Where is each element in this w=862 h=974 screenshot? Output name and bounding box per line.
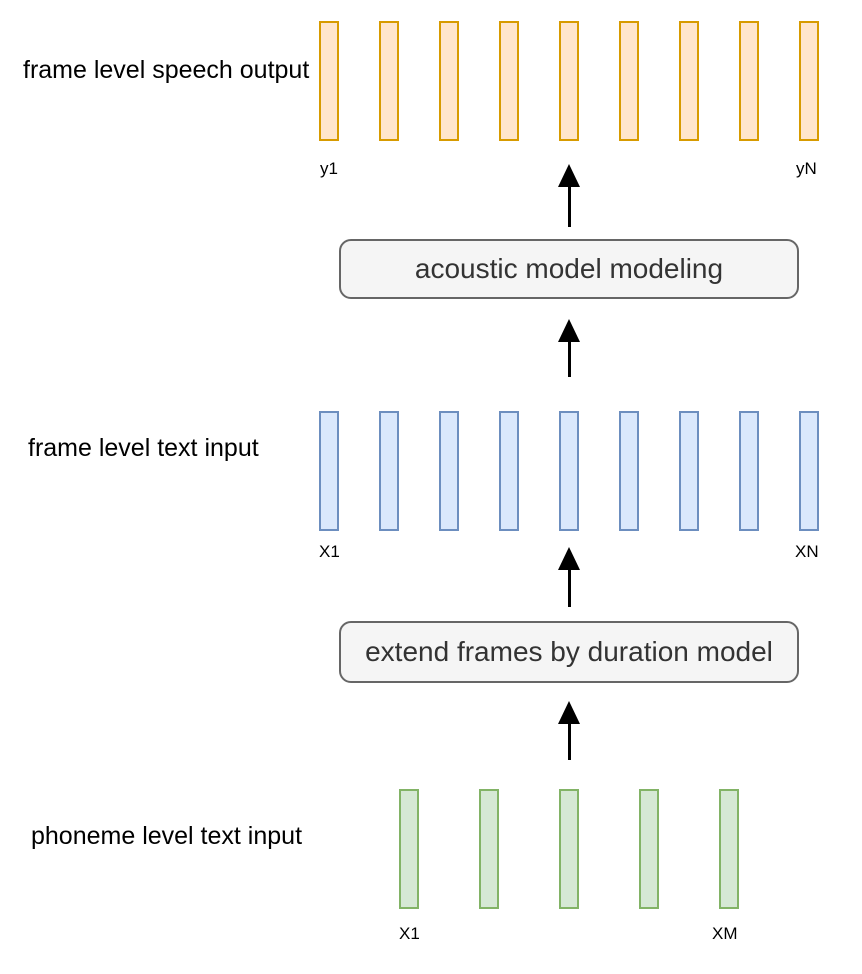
duration-model-box: extend frames by duration model — [339, 621, 799, 683]
frame-text-frame-row — [319, 411, 819, 531]
frame-text-first-frame-label: X1 — [319, 542, 340, 561]
arrow-up-frame-text-to-acoustic — [558, 319, 580, 377]
frame-bar — [319, 411, 339, 531]
speech-output-first-frame-label: y1 — [320, 159, 338, 178]
frame-bar — [619, 411, 639, 531]
frame-bar — [499, 21, 519, 141]
frame-bar — [479, 789, 499, 909]
frame-bar — [739, 411, 759, 531]
speech-output-frame-row — [319, 21, 819, 141]
phoneme-text-row-label: phoneme level text input — [31, 822, 303, 850]
frame-bar — [679, 411, 699, 531]
frame-bar — [559, 411, 579, 531]
frame-bar — [639, 789, 659, 909]
frame-bar — [399, 789, 419, 909]
speech-output-row-label: frame level speech output — [23, 56, 310, 84]
frame-bar — [559, 789, 579, 909]
frame-bar — [719, 789, 739, 909]
frame-text-last-frame-label: XN — [795, 542, 819, 561]
frame-bar — [439, 21, 459, 141]
speech-output-last-frame-label: yN — [796, 159, 817, 178]
arrow-up-phoneme-to-duration — [558, 701, 580, 760]
frame-bar — [619, 21, 639, 141]
frame-bar — [439, 411, 459, 531]
frame-bar — [679, 21, 699, 141]
arrow-up-duration-to-frame-text — [558, 547, 580, 607]
frame-bar — [799, 21, 819, 141]
frame-text-row-label: frame level text input — [28, 434, 259, 462]
frame-bar — [739, 21, 759, 141]
phoneme-text-last-frame-label: XM — [712, 924, 738, 943]
arrow-shaft — [567, 187, 571, 227]
phoneme-text-frame-row — [399, 789, 739, 909]
arrow-up-acoustic-to-speech-output — [558, 164, 580, 227]
frame-bar — [499, 411, 519, 531]
frame-bar — [799, 411, 819, 531]
acoustic-model-box: acoustic model modeling — [339, 239, 799, 299]
frame-bar — [559, 21, 579, 141]
arrow-head-icon — [558, 547, 580, 570]
arrow-shaft — [567, 570, 571, 607]
frame-bar — [319, 21, 339, 141]
arrow-head-icon — [558, 701, 580, 724]
arrow-shaft — [567, 724, 571, 760]
arrow-head-icon — [558, 319, 580, 342]
arrow-shaft — [567, 342, 571, 377]
arrow-head-icon — [558, 164, 580, 187]
phoneme-text-first-frame-label: X1 — [399, 924, 420, 943]
frame-bar — [379, 21, 399, 141]
frame-bar — [379, 411, 399, 531]
